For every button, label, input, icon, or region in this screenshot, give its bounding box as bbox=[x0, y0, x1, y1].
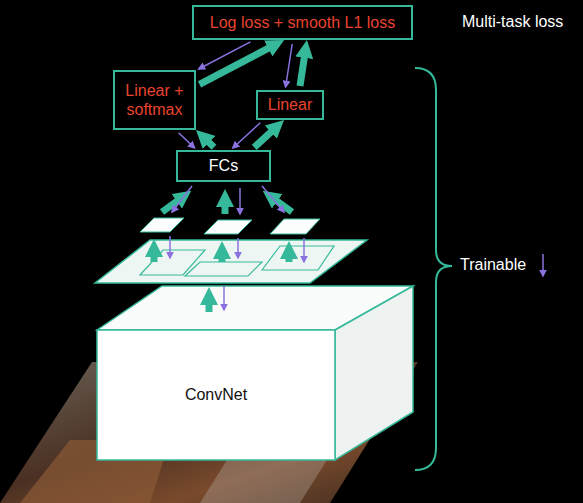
forward-arrow bbox=[254, 126, 277, 147]
loss-box: Log loss + smooth L1 loss bbox=[192, 5, 413, 40]
box-front-face bbox=[97, 330, 335, 460]
backward-arrow bbox=[233, 123, 260, 148]
backward-arrow bbox=[262, 186, 284, 212]
backward-arrow bbox=[169, 236, 171, 258]
classifier-box: Linear + softmax bbox=[113, 70, 196, 130]
node-text: Log loss + smooth L1 loss bbox=[210, 13, 395, 32]
forward-arrow bbox=[200, 44, 277, 84]
backward-arrow bbox=[172, 186, 192, 212]
node-text: Linear bbox=[268, 95, 312, 114]
roi-region bbox=[140, 250, 205, 275]
image-detail bbox=[200, 455, 330, 503]
roi-feature bbox=[270, 219, 320, 234]
forward-arrow bbox=[219, 250, 226, 262]
box-side-face bbox=[335, 286, 413, 460]
backward-arrow bbox=[199, 42, 251, 69]
text-group: FCs bbox=[209, 156, 238, 175]
feature-map bbox=[95, 240, 367, 283]
regressor-box: Linear bbox=[256, 90, 324, 120]
curly-bracket bbox=[415, 68, 452, 470]
backward-arrow bbox=[303, 238, 305, 262]
forward-arrow bbox=[300, 49, 306, 86]
roi-region bbox=[185, 262, 262, 276]
bracket-label: Trainable bbox=[460, 256, 526, 274]
backward-arrow bbox=[223, 286, 225, 310]
node-text: ConvNet bbox=[185, 385, 247, 404]
section-label: Multi-task loss bbox=[462, 13, 563, 31]
forward-arrow bbox=[206, 296, 213, 312]
roi-region bbox=[262, 246, 334, 270]
node-text: Linear + softmax bbox=[115, 81, 194, 119]
forward-arrow bbox=[203, 136, 215, 147]
forward-arrow bbox=[222, 198, 229, 214]
text-group: Linear bbox=[268, 95, 312, 114]
backward-arrow bbox=[179, 133, 195, 148]
roi-feature bbox=[140, 218, 184, 232]
backward-arrow-symbol bbox=[542, 254, 544, 276]
backward-arrow bbox=[239, 188, 241, 214]
backward-arrow bbox=[237, 238, 239, 258]
text-group: Linear + softmax bbox=[115, 81, 194, 119]
forward-arrow bbox=[151, 248, 158, 262]
convnet-box: ConvNet bbox=[97, 330, 335, 460]
node-text: FCs bbox=[209, 156, 238, 175]
forward-arrow bbox=[286, 250, 293, 262]
text-group: Log loss + smooth L1 loss bbox=[210, 13, 395, 32]
text-group: ConvNet bbox=[185, 385, 247, 404]
fc-box: FCs bbox=[176, 150, 271, 182]
roi-feature bbox=[204, 220, 252, 234]
backward-arrow bbox=[286, 44, 293, 87]
